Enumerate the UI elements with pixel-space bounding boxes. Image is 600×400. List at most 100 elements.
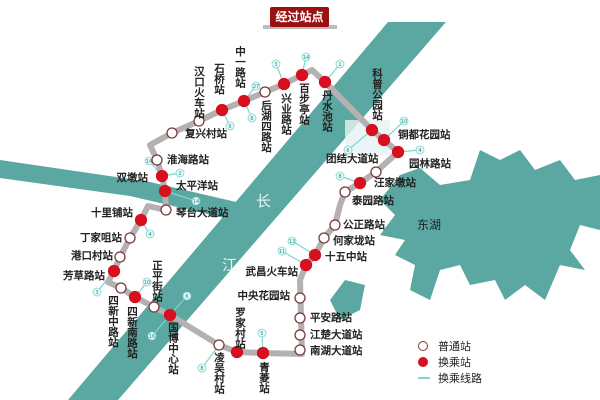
legend-label: 换乘站 [438,356,471,369]
legend-label: 普通站 [438,340,471,353]
normal-station-marker [259,86,271,98]
station-label: 团结大道站 [326,152,379,165]
line-number: 6 [346,148,349,154]
line-number: 27 [253,84,259,90]
station-label: 南湖大道站 [310,344,363,357]
line-number: 2 [178,171,181,177]
transfer-station-marker [230,345,244,359]
line-number: 3 [95,290,98,296]
normal-station-marker [370,166,382,178]
line-number: 13 [289,239,295,245]
normal-station-marker [294,292,306,304]
station-label: 泰园路站 [351,194,394,207]
line-number: 14 [193,199,199,205]
station-label: 港口村站 [71,249,113,262]
transfer-station-marker [163,308,177,322]
legend-label: 换乘线路 [438,372,482,385]
line-number-badge [335,171,345,181]
station-label: 凌吴村站 [213,351,225,395]
transfer-station-marker [128,290,142,304]
line-number-badge [271,59,281,69]
line-number-badge [247,113,257,123]
normal-station-marker [294,312,306,324]
station-label: 四新中路站 [107,295,119,348]
station-label: 四新南路站 [126,306,138,359]
line-number: 4 [418,148,421,154]
line-number: 3 [274,62,277,68]
teal-line-icon [418,377,430,379]
station-label: 太平洋站 [175,179,218,192]
line-number-badge [415,145,425,155]
normal-station-marker [329,219,341,231]
line-number: 6 [185,294,188,300]
normal-station-marker [193,115,205,127]
station-label: 复兴村站 [184,127,227,140]
normal-station-marker [213,339,225,351]
normal-station-marker [115,282,127,294]
transfer-station-marker [215,103,229,117]
station-label: 中央花园站 [238,289,291,302]
water-bodies [0,22,600,400]
line-number: 5 [260,331,263,337]
han-river [0,160,262,224]
transfer-station-marker [318,75,332,89]
page-title: 经过站点 [270,7,329,27]
transfer-station-marker [277,77,291,91]
line-number-badge [182,291,192,301]
stations: 丹水池站百步亭站兴业路站后湖四路站中一路站石桥站汉口火车站复兴村站淮海路站双墩站… [63,45,451,395]
legend-transfer-line: 换乘线路 [418,370,482,386]
transfer-station-marker [295,68,309,82]
line-number: 11 [279,249,285,255]
line-number-badge [92,287,102,297]
line-number-badge [145,229,155,239]
line-number-badge [197,363,207,373]
station-label: 园林路站 [409,157,451,170]
line-number-badge [257,328,267,338]
line-number-badge [335,59,345,69]
line-number: 4 [148,232,151,238]
station-label: 琴台大道站 [175,206,229,219]
line-number-badge [277,246,287,256]
transfer-station-marker [391,145,405,159]
legend-transfer-station: 换乘站 [418,354,482,370]
station-label: 科普公园站 [371,67,383,121]
station-label: 双墩站 [116,171,149,184]
line-number: 10 [401,119,407,125]
station-label: 十五中站 [325,250,367,263]
line-number: 10 [144,280,150,286]
normal-station-marker [160,204,172,216]
line-number-badge [175,168,185,178]
line-number: 6 [228,124,231,130]
red-dot-icon [418,357,428,367]
station-label: 公正路站 [343,218,385,231]
station-label: 正平街站 [151,260,163,303]
station-label: 石桥站 [213,63,225,95]
line-number: 14 [146,159,152,165]
station-label: 淮海路站 [167,153,209,166]
transfer-station-marker [237,94,251,108]
line-number: 8 [338,174,341,180]
station-label: 平安路站 [310,311,352,324]
transfer-station-marker [256,346,270,360]
transfer-station-marker [299,258,313,272]
normal-station-marker [124,232,136,244]
line-number: 14 [303,55,309,61]
east-lake [380,150,600,300]
legend-normal-station: 普通站 [418,338,482,354]
line-number-badge [251,81,261,91]
station-label: 芳草路站 [63,269,105,282]
station-label: 国博中心站 [167,322,179,375]
station-label: 汉口火车站 [193,65,205,119]
line-number-badge [147,331,157,341]
normal-station-marker [294,344,306,356]
normal-station-marker [148,301,160,313]
east-lake-south [330,280,365,320]
station-label: 江楚大道站 [310,328,363,341]
title-ribbon [263,25,337,29]
transfer-station-marker [308,248,322,262]
normal-station-marker [166,127,178,139]
station-label: 罗家村站 [234,307,246,350]
transfer-station-marker [107,264,121,278]
station-label: 武昌火车站 [246,265,299,278]
